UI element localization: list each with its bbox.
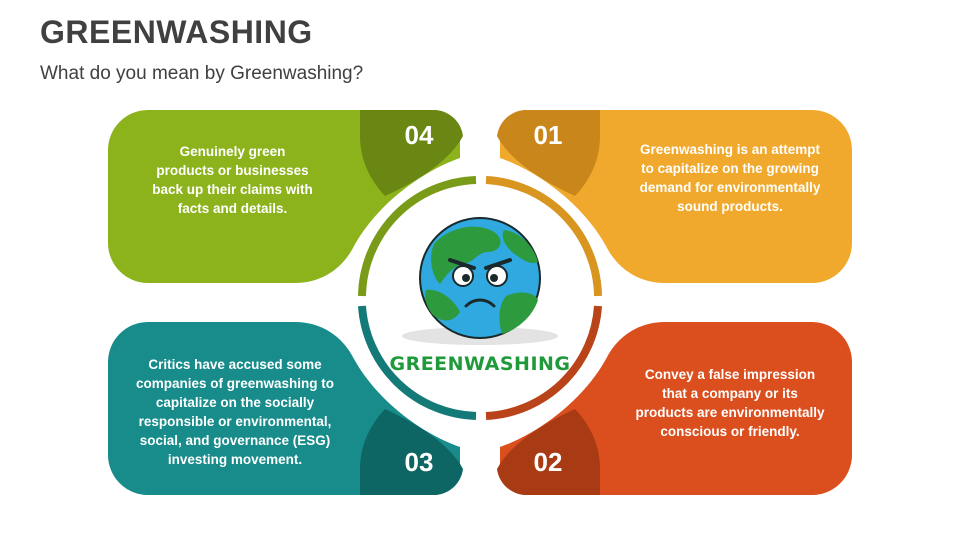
center-label: GREENWASHING	[389, 353, 570, 375]
card-03: 03	[108, 322, 463, 495]
card-02: 02	[497, 322, 852, 495]
card-04-description: Genuinely green products or businesses b…	[152, 144, 313, 216]
card-03-tab	[360, 409, 463, 495]
ring-segment-04	[358, 176, 477, 297]
card-01-tab	[497, 110, 600, 196]
angry-earth-icon	[402, 217, 558, 345]
page-subtitle: What do you mean by Greenwashing?	[40, 63, 364, 84]
ring-segment-03	[358, 305, 477, 420]
ring-segment-02	[485, 305, 602, 420]
card-01-number: 01	[534, 120, 563, 150]
card-04: 04	[108, 110, 463, 283]
card-02-description: Convey a false impression that a company…	[635, 367, 825, 439]
ring-segment-01	[485, 176, 602, 297]
page-title: GREENWASHING	[40, 14, 313, 50]
card-01-description: Greenwashing is an attempt to capitalize…	[639, 142, 821, 214]
card-01: 01	[497, 110, 852, 283]
card-03-number: 03	[405, 447, 434, 477]
card-04-number: 04	[405, 120, 434, 150]
card-02-number: 02	[534, 447, 563, 477]
card-04-tab	[360, 110, 463, 196]
card-02-tab	[497, 409, 600, 495]
card-03-description: Critics have accused some companies of g…	[135, 357, 335, 467]
